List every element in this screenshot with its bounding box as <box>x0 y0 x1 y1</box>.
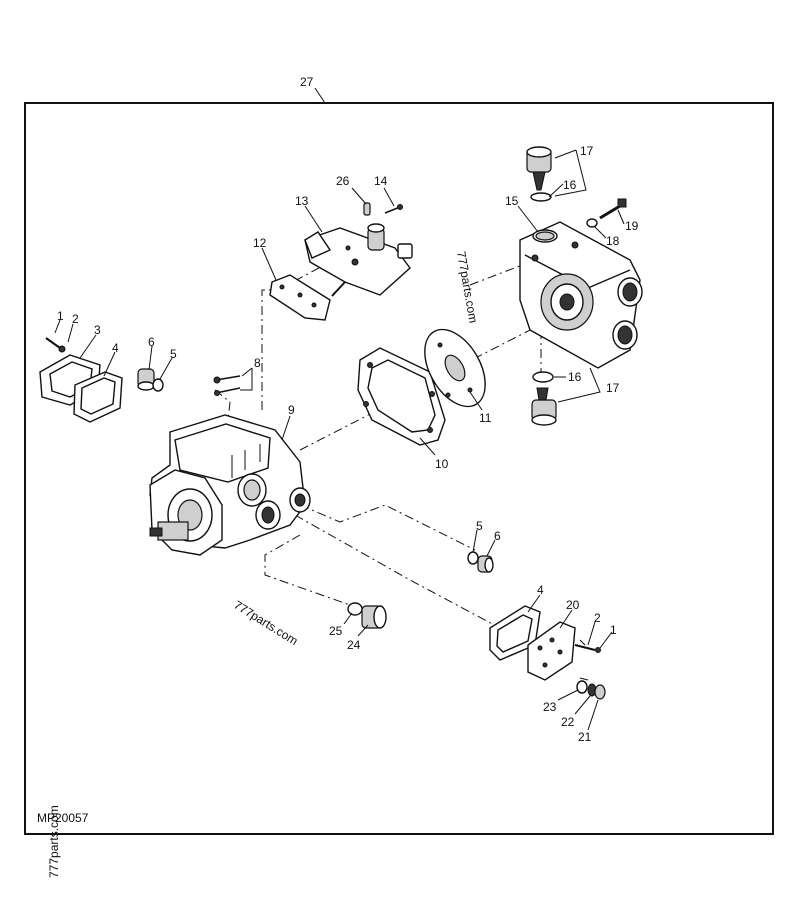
bolt-part-1-left <box>45 337 66 353</box>
cover-part-20 <box>527 621 576 681</box>
bolt-part-1-right <box>574 644 601 653</box>
assembly-callout: 27 <box>300 75 314 89</box>
seal-part-15 <box>535 231 555 241</box>
callout-9: 9 <box>288 403 295 417</box>
pump-housing-part-9 <box>149 414 311 556</box>
end-cover-head <box>519 221 643 369</box>
callout-10: 10 <box>435 457 449 471</box>
callout-19: 19 <box>625 219 639 233</box>
watermark-3: 777parts.com <box>47 805 61 878</box>
plug-part-21 <box>594 684 606 700</box>
o-ring-part-16-top <box>530 192 552 202</box>
o-ring-part-16-bottom <box>532 371 554 383</box>
callout-16-bottom: 16 <box>568 370 582 384</box>
callout-1-left: 1 <box>57 309 64 323</box>
callout-22: 22 <box>561 715 575 729</box>
callout-1-right: 1 <box>610 623 617 637</box>
callout-6-right: 6 <box>494 529 501 543</box>
control-valve-part-13 <box>304 223 413 297</box>
callout-26: 26 <box>336 174 350 188</box>
callout-4-left: 4 <box>112 341 119 355</box>
callout-16-top: 16 <box>563 178 577 192</box>
callout-11: 11 <box>479 411 492 425</box>
callout-12: 12 <box>253 236 267 250</box>
relief-valve-part-17-top <box>526 146 552 191</box>
diagram-frame <box>24 102 774 835</box>
gasket-part-4-left <box>73 371 123 423</box>
callout-5-right: 5 <box>476 519 483 533</box>
screw-part-14 <box>384 204 403 214</box>
watermark-2: 777parts.com <box>231 598 300 648</box>
washer-part-18 <box>586 218 598 228</box>
o-ring-part-5-left <box>152 378 164 392</box>
callout-5-left: 5 <box>170 347 177 361</box>
callout-15: 15 <box>505 194 519 208</box>
callout-17-bottom: 17 <box>606 381 620 395</box>
watermark-1: 777parts.com <box>454 250 480 324</box>
o-ring-part-25 <box>347 602 363 616</box>
callout-2-right: 2 <box>594 611 601 625</box>
washer-part-23 <box>576 680 588 694</box>
callout-25: 25 <box>329 624 343 638</box>
screws-part-8 <box>213 375 241 396</box>
valve-plate-part-11 <box>424 328 486 408</box>
relief-valve-part-17-bottom <box>531 387 557 426</box>
callout-20: 20 <box>566 598 580 612</box>
gasket-part-12 <box>269 274 331 321</box>
callout-4-right: 4 <box>537 583 544 597</box>
callout-21: 21 <box>578 730 592 744</box>
callout-6-left: 6 <box>148 335 155 349</box>
pin-part-26 <box>363 202 371 216</box>
callout-23: 23 <box>543 700 557 714</box>
plug-part-6-left <box>137 368 155 391</box>
plug-part-24 <box>361 605 387 629</box>
o-ring-part-5-right <box>467 551 479 565</box>
leader-lines <box>54 149 625 731</box>
callout-3: 3 <box>94 323 101 337</box>
callout-8: 8 <box>254 356 261 370</box>
callout-14: 14 <box>374 174 388 188</box>
callout-2-left: 2 <box>72 312 79 326</box>
gasket-part-10 <box>357 347 446 446</box>
callout-13: 13 <box>295 194 309 208</box>
callout-17-top: 17 <box>580 144 594 158</box>
bolt-part-19 <box>599 198 627 220</box>
callout-24: 24 <box>347 638 361 652</box>
figure-code: MP20057 <box>37 811 89 825</box>
plug-part-6-right <box>477 555 494 573</box>
callout-18: 18 <box>606 234 620 248</box>
